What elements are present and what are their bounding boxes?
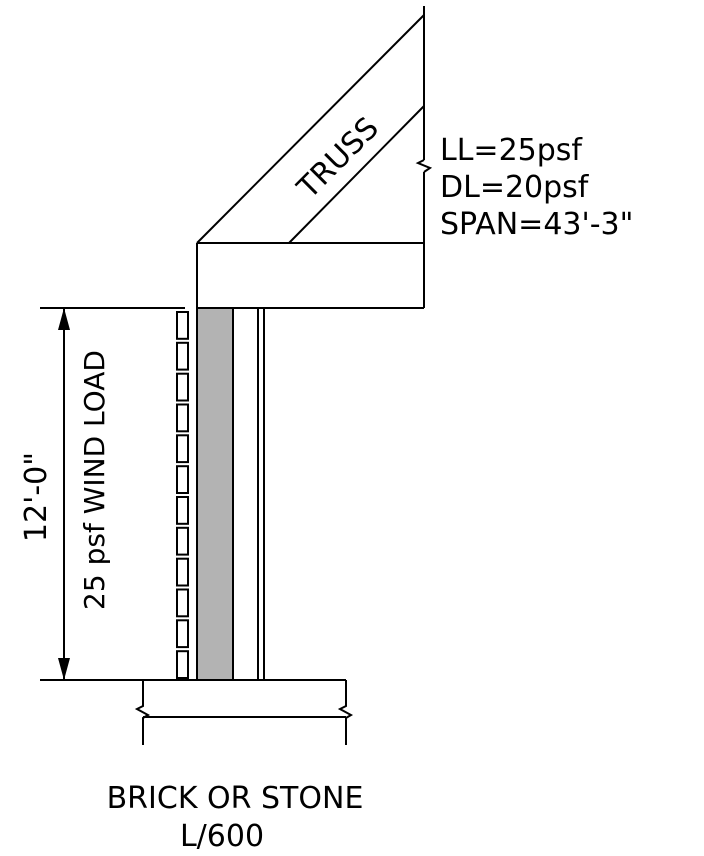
live-load-label: LL=25psf xyxy=(440,133,583,168)
brick-course xyxy=(176,341,189,371)
brick-course xyxy=(176,496,189,525)
brick-course xyxy=(176,434,189,464)
brick-course xyxy=(176,588,189,618)
wall-height-label: 12'-0" xyxy=(19,452,54,542)
foundation xyxy=(130,679,354,745)
dimension-arrow-top xyxy=(58,308,70,330)
dimension-arrow-bottom xyxy=(58,658,70,680)
wind-load-label: 25 psf WIND LOAD xyxy=(78,350,111,610)
brick-course xyxy=(176,526,189,556)
height-dimension xyxy=(40,307,185,681)
brick-veneer xyxy=(176,311,189,680)
brick-course xyxy=(176,557,189,587)
brick-course xyxy=(176,465,189,495)
brick-course xyxy=(176,311,189,340)
brick-course xyxy=(176,650,189,680)
span-label: SPAN=43'-3" xyxy=(440,207,633,242)
dead-load-label: DL=20psf xyxy=(440,170,590,205)
foundation-left-break xyxy=(134,680,151,745)
wall xyxy=(196,307,265,681)
truss-inner-chord xyxy=(288,105,425,244)
brick-course xyxy=(176,403,189,433)
break-symbol-truss xyxy=(415,159,433,173)
brick-course xyxy=(176,619,189,649)
sheathing-layer xyxy=(196,307,234,681)
caption-line-2: L/600 xyxy=(180,819,264,854)
truss-top-chord xyxy=(196,14,425,244)
truss xyxy=(196,6,433,309)
foundation-right-break xyxy=(337,680,354,745)
brick-course xyxy=(176,372,189,402)
caption-line-1: BRICK OR STONE xyxy=(107,781,364,816)
